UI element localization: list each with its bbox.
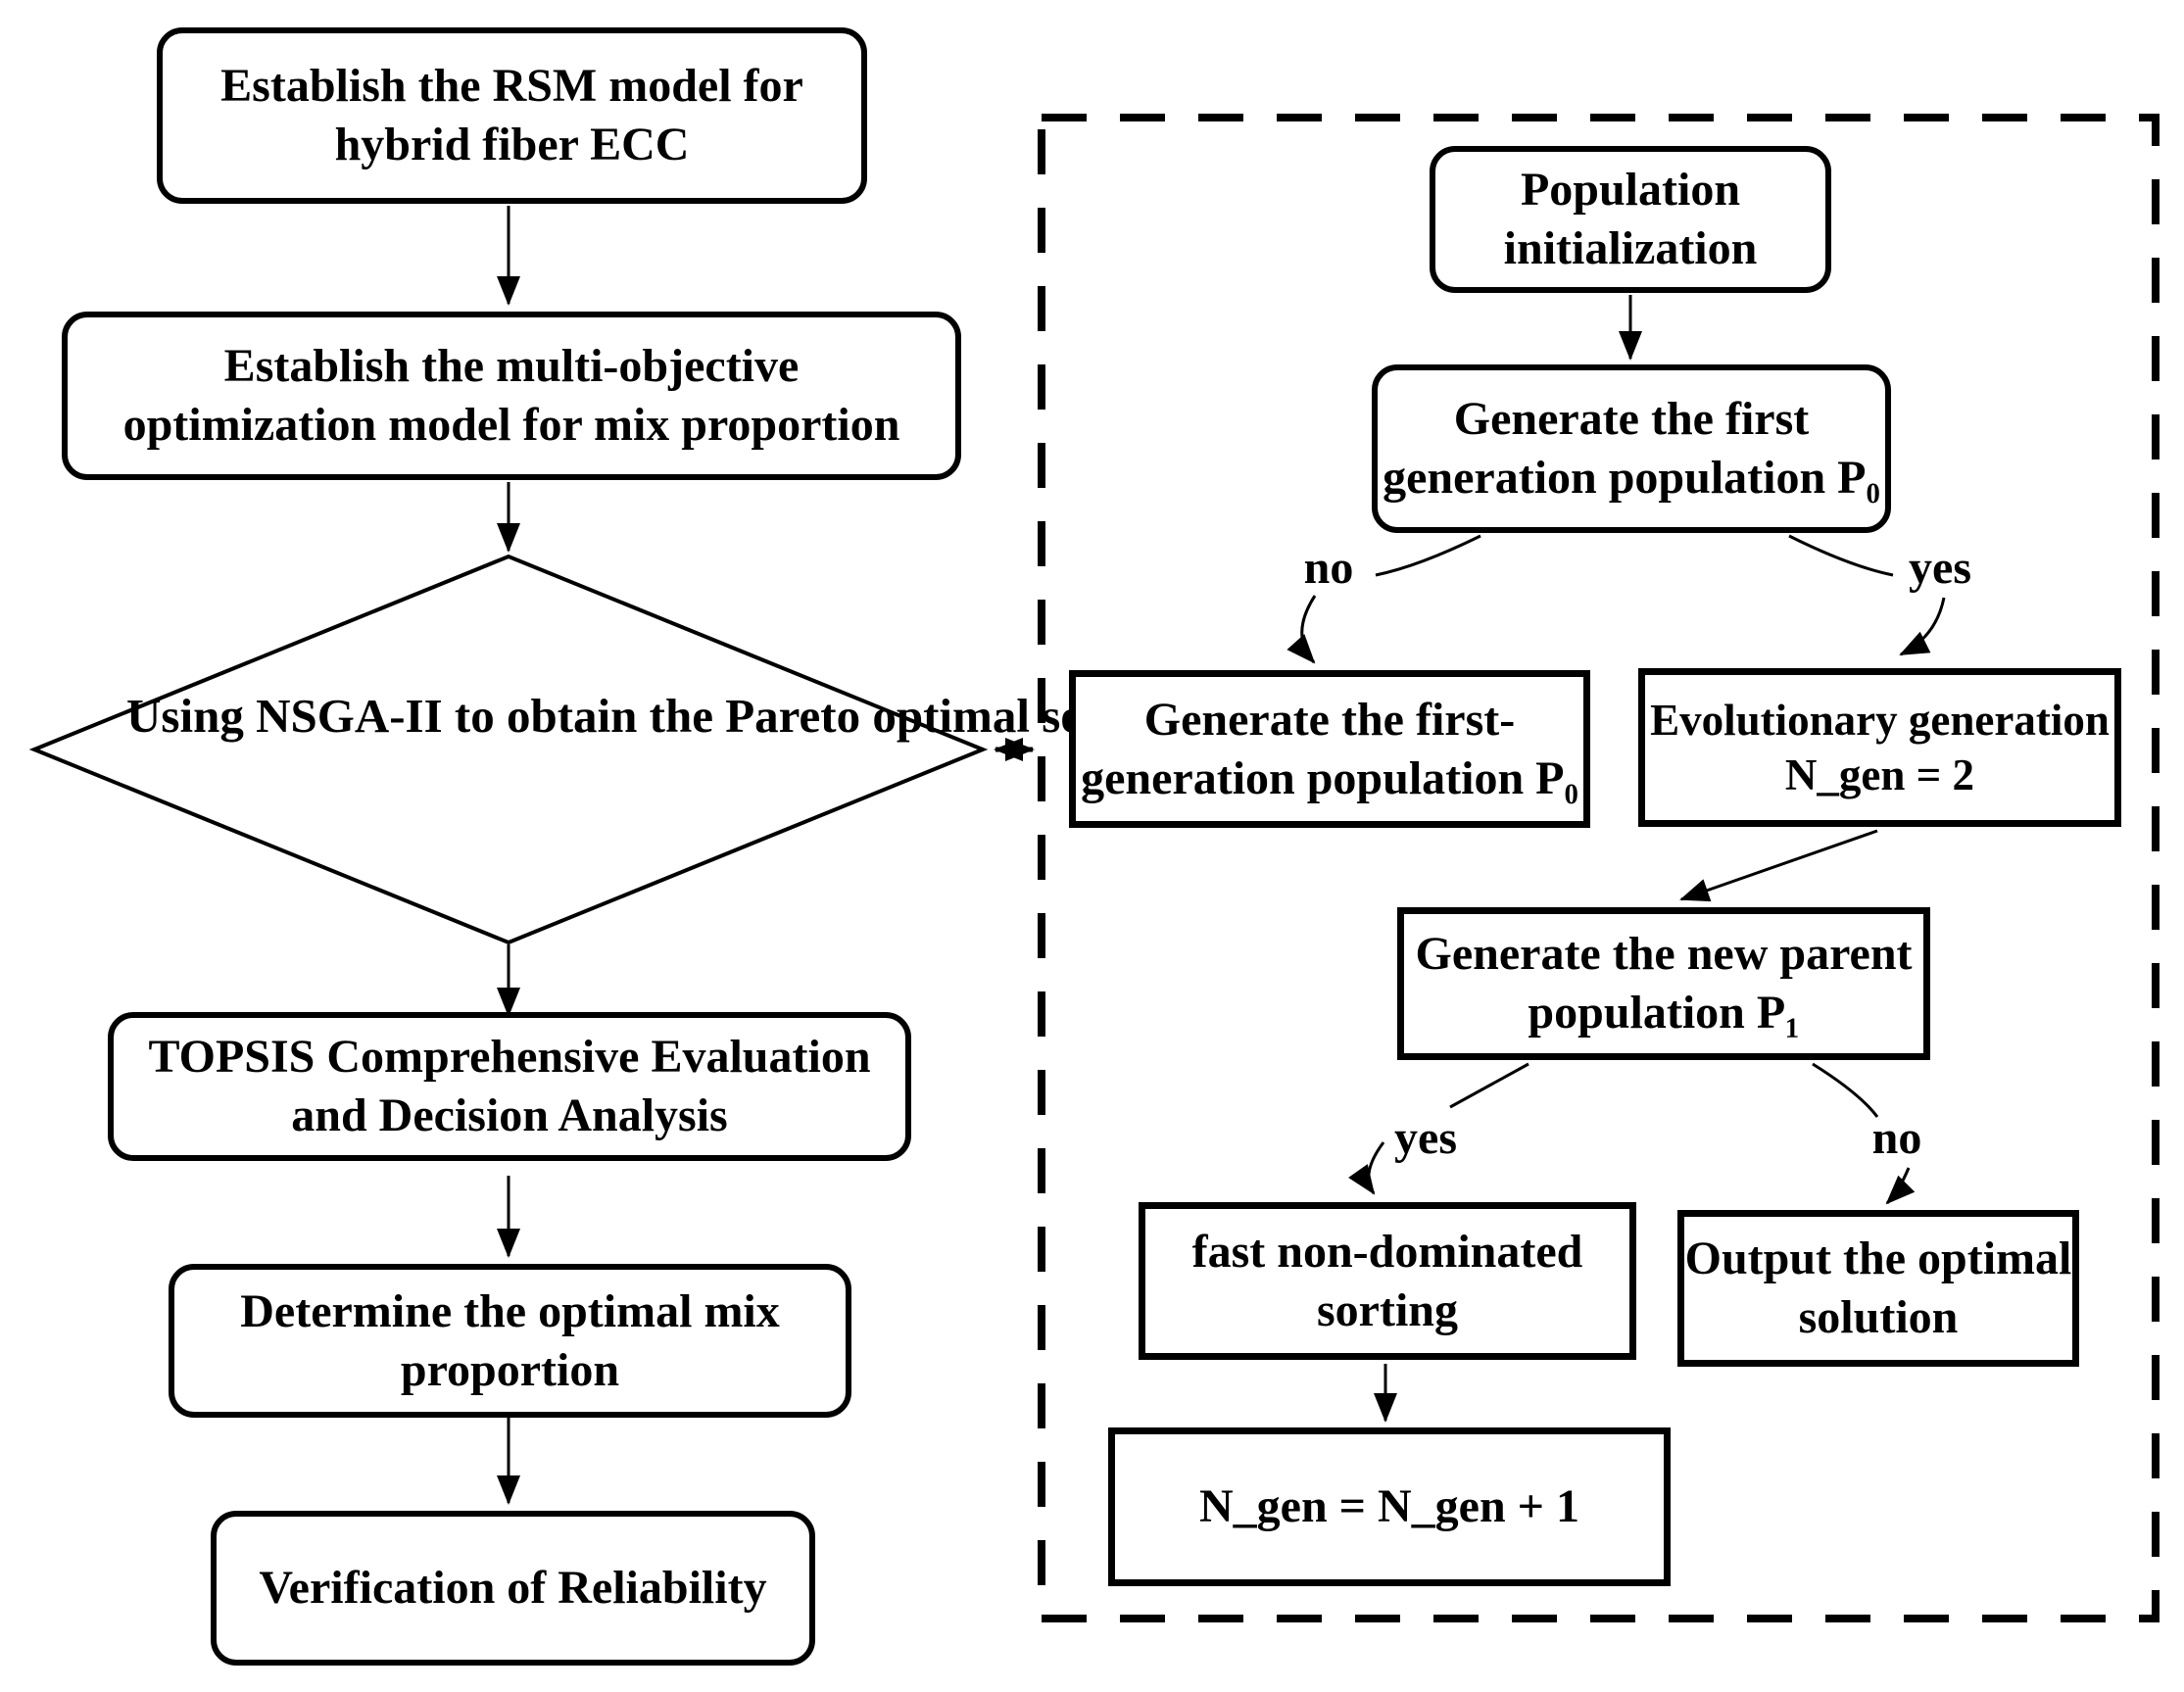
- node-text-line: Evolutionary generation: [1650, 695, 2110, 745]
- curve-parent-to-no: [1812, 1062, 1879, 1118]
- arrow-yes-to-sorting: [1348, 1141, 1385, 1195]
- node-text-line: Generate the first-: [1143, 693, 1516, 746]
- node-text-line: Population: [1520, 164, 1741, 216]
- curve-parent-to-yes: [1449, 1062, 1529, 1109]
- nsga-panel-dashed-border: [1038, 114, 2160, 1622]
- node-text-line: Using NSGA-II to obtain: [126, 689, 638, 743]
- curve-generate-first-to-yes: [1788, 534, 1894, 577]
- population-init-box: Population initialization: [1430, 146, 1831, 293]
- branch-second-yes-label: yes: [1394, 1112, 1457, 1164]
- arrow-no-to-output: [1885, 1167, 1916, 1205]
- node-text-line: optimization model for mix proportion: [122, 399, 900, 451]
- node-text-line: N_gen = N_gen + 1: [1198, 1480, 1580, 1532]
- node-text-line: generation population P₀: [1383, 452, 1880, 504]
- curve-generate-first-to-no: [1375, 534, 1481, 577]
- node-text-line: solution: [1798, 1291, 1959, 1343]
- fast-sorting-box: fast non-dominated sorting: [1139, 1202, 1636, 1360]
- optimal-mix-box: Determine the optimal mix proportion: [169, 1264, 851, 1418]
- evolutionary-generation-box: Evolutionary generation N_gen = 2: [1638, 668, 2121, 827]
- node-text-line: initialization: [1503, 222, 1758, 274]
- node-text-line: fast non-dominated: [1191, 1225, 1583, 1278]
- generate-first-box: Generate the first generation population…: [1372, 364, 1891, 533]
- arrow-evolutionary-to-parent: [1679, 829, 1878, 902]
- node-text-line: Output the optimal: [1684, 1233, 2072, 1284]
- node-text-line: and Decision Analysis: [291, 1089, 728, 1141]
- branch-first-yes-label: yes: [1909, 542, 1971, 594]
- establish-rsm-box: Establish the RSM model for hybrid fiber…: [157, 27, 867, 204]
- node-text-line: Establish the RSM model for: [220, 60, 803, 112]
- node-text-line: Verification of Reliability: [259, 1562, 767, 1614]
- nsga-decision-label: Using NSGA-II to obtain the Pareto optim…: [126, 686, 1273, 748]
- node-text-line: Establish the multi-objective: [223, 340, 800, 392]
- node-text-line: Generate the new parent: [1415, 928, 1913, 980]
- nsga-decision-diamond: [28, 554, 989, 945]
- node-text-line: Generate the first: [1453, 393, 1810, 445]
- arrow-yes-to-evolutionary: [1899, 597, 1946, 656]
- node-text-line: sorting: [1317, 1283, 1458, 1336]
- branch-second-no-label: no: [1871, 1112, 1922, 1164]
- arrow-no-to-first-gen: [1286, 595, 1317, 664]
- node-text-line: generation population P₀: [1081, 751, 1578, 804]
- generate-parent-box: Generate the new parent population P₁: [1397, 907, 1930, 1060]
- node-text-line: proportion: [400, 1343, 620, 1396]
- node-text-line: Determine the optimal mix: [240, 1284, 780, 1337]
- increment-generation-box: N_gen = N_gen + 1: [1108, 1427, 1671, 1586]
- topsis-box: TOPSIS Comprehensive Evaluation and Deci…: [108, 1012, 911, 1161]
- generate-first-gen-box: Generate the first- generation populatio…: [1069, 670, 1590, 828]
- node-text-line: N_gen = 2: [1784, 750, 1975, 799]
- node-text-line: hybrid fiber ECC: [334, 119, 690, 170]
- establish-optimization-box: Establish the multi-objective optimizati…: [62, 312, 961, 480]
- node-text-line: population P₁: [1528, 987, 1800, 1039]
- output-solution-box: Output the optimal solution: [1677, 1210, 2079, 1367]
- branch-first-no-label: no: [1303, 542, 1354, 594]
- node-text-line: TOPSIS Comprehensive Evaluation: [148, 1031, 871, 1083]
- verification-box: Verification of Reliability: [211, 1511, 815, 1666]
